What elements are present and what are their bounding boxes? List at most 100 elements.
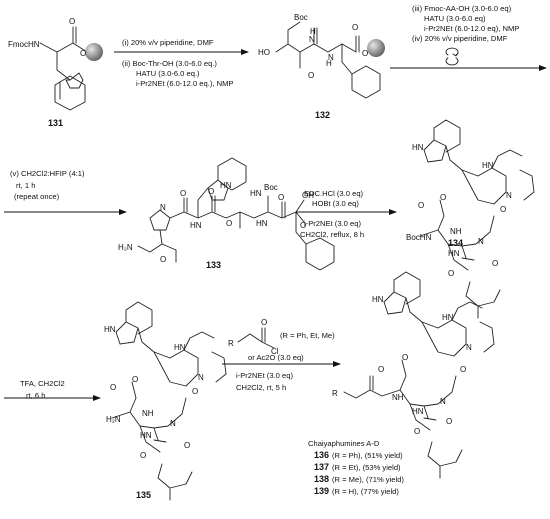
hn-label: HN [190,221,202,230]
nh-label: NH [392,393,404,402]
n-label: N [506,191,512,200]
o-label: O [300,221,306,230]
r-label: R [332,389,338,398]
product-number: 139 [314,486,329,496]
acyl-chloride-reagent: R O Cl (R = Ph, Et, Me) [228,318,335,356]
o-label: O [140,451,146,460]
o-label: O [440,193,446,202]
bochn-label: BocHN [406,233,432,242]
o-label: O [278,193,284,202]
step2-line3: i-Pr2NEt (6.0-12.0 eq), NMP [424,24,519,33]
step1-line4: i-Pr2NEt (6.0-12.0 eq.), NMP [136,79,233,88]
n-label: N [170,419,176,428]
n-label: N [160,203,166,212]
step1-line2: (ii) Boc-Thr-OH (3.0-6.0 eq.) [122,59,217,68]
compound-134-structure: HN HN N O O O BocHN NH N HN O O 134 [406,119,535,319]
product-number: 136 [314,450,329,460]
o-label: O [308,71,314,80]
repeat-cycle-icon [445,47,459,56]
cl-label: Cl [271,347,279,356]
o-label: O [160,255,166,264]
step3-line1: (v) CH2Cl2:HFIP (4:1) [10,169,85,178]
product-description: (R = Ph), (51% yield) [332,451,403,460]
fmochn-label: FmocHN [8,40,40,49]
n-label: N [440,397,446,406]
product-description: (R = Et), (53% yield) [332,463,401,472]
compound-number-133: 133 [206,260,221,270]
o-label: O [460,365,466,374]
step2-conditions: (iii) Fmoc-AA-OH (3.0-6.0 eq) HATU (3.0-… [412,4,519,66]
hn-label: HN [140,431,152,440]
product-number: 137 [314,462,329,472]
o-label: O [261,318,267,327]
step6-line3: CH2Cl2, rt, 5 h [236,383,286,392]
hn-boc-label: HN [250,189,262,198]
hn-label: HN [174,343,186,352]
hn-label: HN [220,181,232,190]
o-label: O [132,375,138,384]
step4-line2: HOBt (3.0 eq) [312,199,359,208]
hn-label: HN [412,407,424,416]
step6-line1: or Ac2O (3.0 eq) [248,353,304,362]
hn-label: HN [442,313,454,322]
o-label: O [208,187,214,196]
n-label: N [198,373,204,382]
step2-line2: HATU (3.0-6.0 eq) [424,14,486,23]
step5-line2: rt, 6 h [26,391,45,400]
compound-133-structure: HN O N HN O O HN Boc HN O OH O O H₂N 133 [118,157,335,271]
o-label: O [418,201,424,210]
oh-label: OH [302,191,314,200]
o-label: O [500,205,506,214]
products-title: Chaiyaphumines A-D [308,439,380,448]
hn-label: HN [104,325,116,334]
o-label: O [362,49,368,58]
h-label: H [310,27,316,36]
o-label: O [352,23,358,32]
n-label: N [478,237,484,246]
o-label: O [184,441,190,450]
ho-label: HO [258,48,270,57]
resin-bead-icon [85,43,103,61]
o-label: O [402,353,408,362]
hn-label: HN [482,161,494,170]
step3-conditions: (v) CH2Cl2:HFIP (4:1) rt, 1 h (repeat on… [10,169,85,201]
compound-131-structure: FmocHN O O 131 [8,17,103,128]
step4-line3: i-Pr2NEt (3.0 eq) [304,219,361,228]
step4-conditions: EDC.HCl (3.0 eq) HOBt (3.0 eq) i-Pr2NEt … [300,189,364,239]
hn-label: HN [448,249,460,258]
o-label: O [80,49,86,58]
product-139: 139 (R = H), (77% yield) [314,486,399,496]
rgroup-note: (R = Ph, Et, Me) [280,331,335,340]
compound-number-134: 134 [448,238,463,248]
product-136: 136 (R = Ph), (51% yield) [314,450,403,460]
n-label: N [466,343,472,352]
step2-line1: (iii) Fmoc-AA-OH (3.0-6.0 eq) [412,4,512,13]
product-description: (R = Me), (71% yield) [332,475,404,484]
o-label: O [446,417,452,426]
o-label: O [69,17,75,26]
h-label: H [326,59,332,68]
step1-line1: (i) 20% v/v piperidine, DMF [122,38,214,47]
compound-number-131: 131 [48,118,63,128]
step4-line4: CH2Cl2, reflux, 8 h [300,230,364,239]
o-label: O [492,259,498,268]
o-label: O [414,427,420,436]
hn-label: HN [256,219,268,228]
h2n-label: H₂N [106,415,121,424]
step3-line2: rt, 1 h [16,181,35,190]
step5-conditions: TFA, CH2Cl2 rt, 6 h [20,379,65,400]
compound-135-structure: HN HN N O O O H₂N NH N HN O O 135 [104,301,227,501]
h2n-label: H₂N [118,243,133,252]
r-label: R [228,339,234,348]
nh-label: NH [450,227,462,236]
step5-line1: TFA, CH2Cl2 [20,379,65,388]
nh-label: NH [142,409,154,418]
o-label: O [378,365,384,374]
o-label: O [192,387,198,396]
product-138: 138 (R = Me), (71% yield) [314,474,404,484]
o-label: O [180,189,186,198]
product-137: 137 (R = Et), (53% yield) [314,462,401,472]
product-number: 138 [314,474,329,484]
o-label: O [448,269,454,278]
